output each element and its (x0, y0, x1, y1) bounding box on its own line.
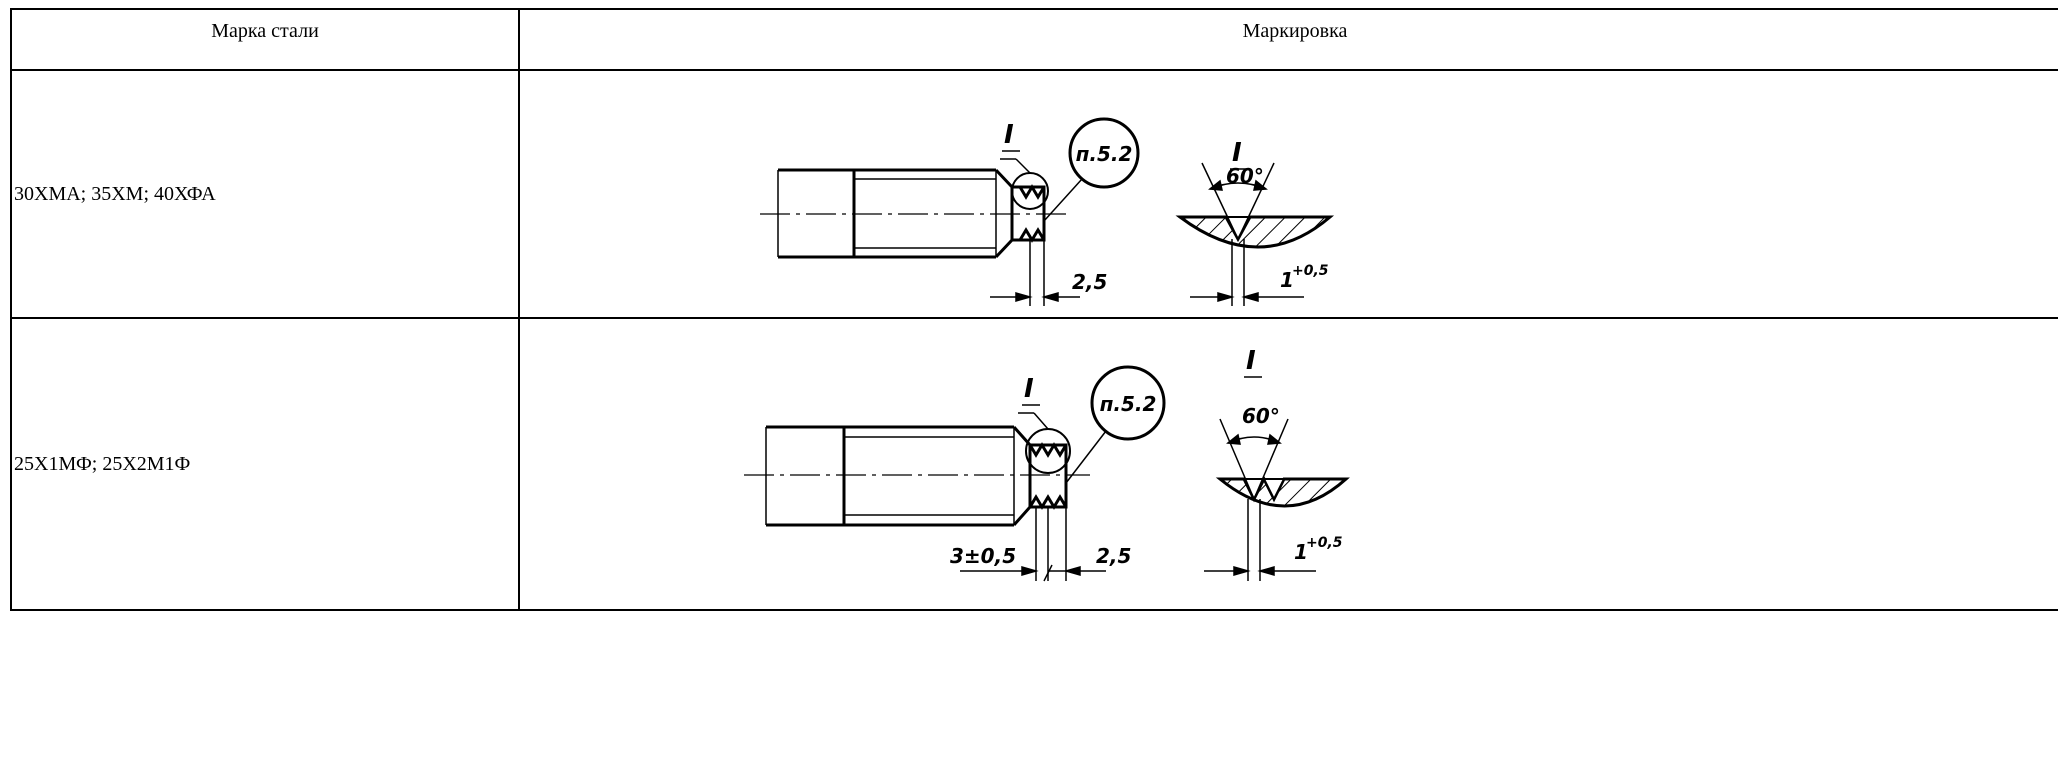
detail-marker: I (1246, 346, 1256, 376)
steel-grade-cell: 30ХМА; 35ХМ; 40ХФА (10, 69, 520, 319)
shaft-outline (744, 425, 1090, 527)
table-header-row: Марка стали Маркировка (10, 8, 2058, 71)
depth-dim-label: 1 (1280, 268, 1294, 292)
angle-label: 60° (1242, 404, 1280, 428)
marking-drawing-cell: I п.5.2 3±0,5 (518, 317, 2058, 611)
shaft-outline (760, 168, 1070, 259)
depth-tol-label: +0,5 (1306, 535, 1343, 551)
width-dim-label: 2,5 (1072, 270, 1107, 294)
header-marking: Маркировка (518, 8, 2058, 71)
steel-marking-table: Марка стали Маркировка 30ХМА; 35ХМ; 40ХФ… (10, 8, 2058, 611)
detail-section (1215, 475, 1350, 508)
table-row: 30ХМА; 35ХМ; 40ХФА (10, 69, 2058, 319)
depth-dimension (1204, 499, 1316, 581)
view-marker: I (1024, 374, 1034, 404)
detail-section (1175, 215, 1335, 249)
width-dimension (990, 240, 1080, 306)
header-steel-grade: Марка стали (10, 8, 520, 71)
marking-drawing-double-groove: I п.5.2 3±0,5 (744, 346, 1350, 582)
clause-ref-label: п.5.2 (1076, 142, 1133, 166)
depth-dimension (1190, 239, 1304, 306)
pitch-dim-label: 3±0,5 (950, 544, 1016, 568)
clause-ref-bubble (1068, 117, 1140, 189)
marking-drawing-cell: I п.5.2 2,5 I (518, 69, 2058, 319)
angle-dimension (1219, 418, 1289, 500)
detail-marker: I (1232, 138, 1242, 168)
table-row: 25Х1МФ; 25Х2М1Ф (10, 317, 2058, 611)
angle-dimension (1201, 162, 1275, 240)
pitch-dimension (960, 507, 1053, 582)
groove-marks (1018, 184, 1046, 243)
depth-tol-label: +0,5 (1292, 263, 1329, 279)
width-dimension (1048, 507, 1106, 581)
groove-marks (1028, 442, 1068, 510)
depth-dim-label: 1 (1294, 540, 1308, 564)
marking-drawing-single-groove: I п.5.2 2,5 I (760, 117, 1335, 306)
clause-ref-label: п.5.2 (1100, 392, 1157, 416)
clause-ref-bubble (1090, 365, 1166, 441)
width-dim-label: 2,5 (1096, 544, 1131, 568)
view-marker: I (1004, 120, 1014, 150)
steel-grade-cell: 25Х1МФ; 25Х2М1Ф (10, 317, 520, 611)
angle-label: 60° (1226, 164, 1264, 188)
